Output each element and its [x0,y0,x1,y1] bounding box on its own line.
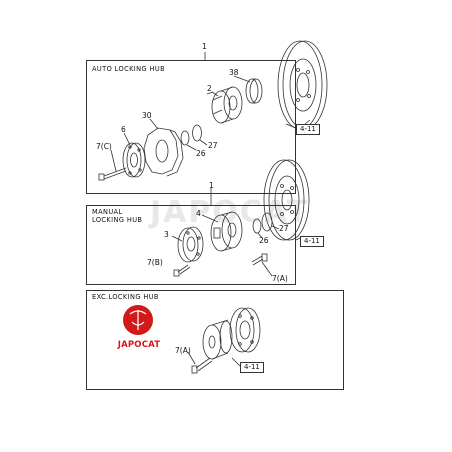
callout-7a-bottom: 7(A) [175,346,191,355]
part-38-ring [245,78,263,104]
ring-26-top [180,130,190,146]
brake-rotor-top [277,40,328,130]
callout-30: 30 [142,111,152,120]
manual-locking-hub-box [86,205,296,285]
callout-1-mid: 1 [209,181,214,190]
brake-rotor-mid [263,159,310,241]
part-4-hub [210,211,243,252]
callout-38: 38 [229,68,239,77]
callout-4: 4 [196,209,201,218]
exc-hub-cap [202,319,233,360]
part-6-flange [122,142,146,178]
callout-1-top: 1 [202,42,207,51]
reference-4-11-mid: 4-11 [300,236,324,247]
washer-27-mid [261,212,273,232]
exc-locking-hub-title: EXC.LOCKING HUB [92,293,159,301]
manual-locking-hub-title: MANUAL LOCKING HUB [92,208,143,224]
bolt-7a-bottom [191,357,213,374]
callout-26-mid: 26 [259,236,269,245]
logo-text: JAPOCAT [117,340,161,350]
callout-27-mid: 27 [279,224,289,233]
bolt-7b [173,264,191,277]
callout-7a-mid: 7(A) [272,274,288,283]
callout-7c: 7(C) [96,142,112,151]
washer-27-top [192,124,202,142]
part-3-knob [177,226,204,263]
callout-2: 2 [207,84,212,93]
bolt-7c [98,167,127,181]
exc-rotor-flange [229,307,261,353]
part-2-hub-body [206,86,243,124]
callout-6: 6 [121,125,126,134]
auto-locking-hub-title: AUTO LOCKING HUB [92,65,165,73]
reference-4-11-top: 4-11 [296,124,320,135]
callout-3: 3 [164,230,169,239]
auto-locking-hub-box [86,60,296,194]
callout-27-top: 27 [208,141,218,150]
part-30-housing [143,127,184,177]
reference-4-11-bottom: 4-11 [240,362,264,373]
exc-locking-hub-box [86,290,344,390]
logo-container: JAPOCAT [112,302,164,364]
callout-26-top: 26 [196,149,206,158]
bolt-7a-mid [251,253,268,266]
ring-26-mid [252,218,262,234]
callout-7b: 7(B) [147,258,163,267]
japocat-logo [123,305,153,335]
